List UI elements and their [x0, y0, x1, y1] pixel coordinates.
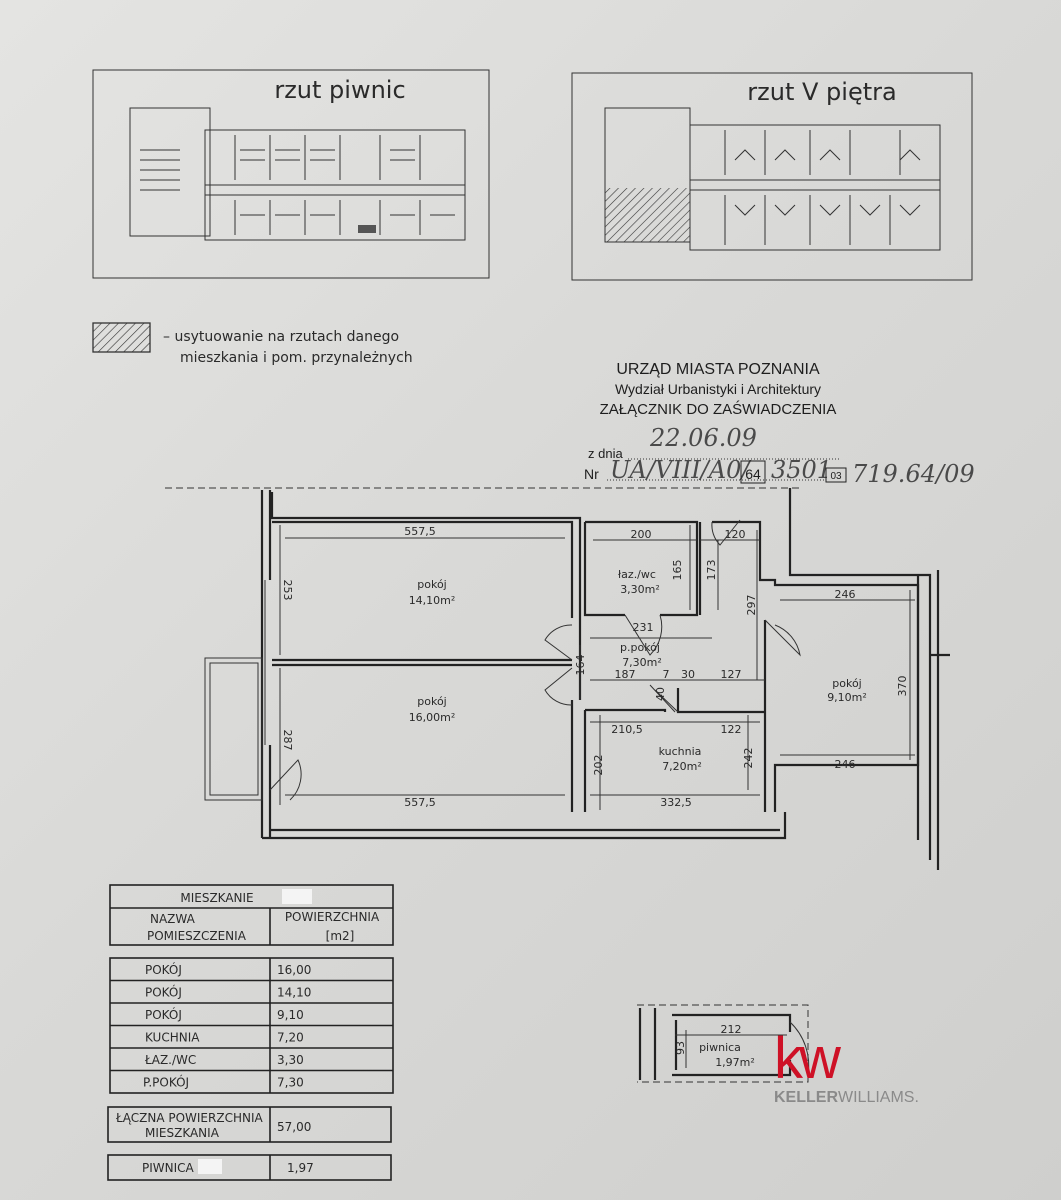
dimension: 557,5: [404, 796, 436, 809]
room-area: 16,00m²: [409, 711, 456, 724]
basement-overview-title: rzut piwnic: [274, 76, 405, 104]
fifth-floor-overview-title: rzut V piętra: [747, 78, 896, 106]
table-row-name: ŁAZ./WC: [144, 1053, 196, 1067]
table-basement-label: PIWNICA: [142, 1161, 195, 1175]
stamp-attachment: ZAŁĄCZNIK DO ZAŚWIADCZENIA: [600, 400, 837, 418]
room-name: pokój: [832, 677, 861, 690]
dimension: 122: [721, 723, 742, 736]
stamp-number-box1: 64: [745, 466, 761, 482]
table-row-area: 7,20: [277, 1031, 304, 1045]
table-row-name: P.POKÓJ: [143, 1075, 189, 1090]
dimension: 332,5: [660, 796, 692, 809]
apartment-floor-plan: [165, 487, 950, 870]
kw-wordmark-light: WILLIAMS.: [838, 1089, 919, 1106]
table-row-area: 16,00: [277, 963, 311, 977]
stamp-office: URZĄD MIASTA POZNANIA: [616, 361, 820, 378]
table-row-name: POKÓJ: [145, 962, 182, 977]
dimension: 246: [835, 758, 856, 771]
dimension: 557,5: [404, 525, 436, 538]
room-name: kuchnia: [659, 745, 702, 758]
basement-storage-plan: 212 93 piwnica 1,97m²: [637, 1004, 810, 1083]
kw-logo-mark: kw: [774, 1026, 842, 1091]
room-area: 7,30m²: [622, 656, 662, 669]
dimension: 93: [674, 1041, 687, 1055]
stamp-number-handwritten: UA/VIII/A0/: [610, 456, 752, 484]
dimension: 200: [631, 528, 652, 541]
stamp-date-label: z dnia: [588, 446, 623, 461]
office-stamp: URZĄD MIASTA POZNANIA Wydział Urbanistyk…: [584, 361, 975, 488]
dimension: 212: [721, 1023, 742, 1036]
fifth-floor-overview-plan: rzut V piętra: [571, 72, 973, 281]
stamp-number-suffix: 719.64/09: [852, 460, 975, 488]
keller-williams-logo: kw KELLERWILLIAMS.: [774, 1026, 919, 1106]
room-area: 14,10m²: [409, 594, 456, 607]
dimension: 231: [633, 621, 654, 634]
table-header-name-line2: POMIESZCZENIA: [147, 929, 247, 943]
table-basement-value: 1,97: [287, 1161, 314, 1175]
room-area: 9,10m²: [827, 691, 867, 704]
dimension: 40: [654, 687, 667, 701]
dimension: 30: [681, 668, 695, 681]
stamp-number-mid: 3501: [771, 456, 832, 484]
table-row-area: 7,30: [277, 1076, 304, 1090]
table-row-name: KUCHNIA: [145, 1031, 200, 1045]
basement-overview-plan: rzut piwnic: [92, 69, 490, 279]
dimension: 187: [615, 668, 636, 681]
stamp-date-value: 22.06.09: [649, 424, 757, 452]
dimension: 202: [592, 755, 605, 776]
dimension: 253: [281, 580, 294, 601]
dimension: 173: [705, 560, 718, 581]
basement-unit-area: 1,97m²: [715, 1056, 755, 1069]
room-name: p.pokój: [620, 641, 660, 654]
table-total-label-line2: MIESZKANIA: [145, 1126, 220, 1140]
table-total-label-line1: ŁĄCZNA POWIERZCHNIA: [115, 1111, 263, 1125]
room-area: 3,30m²: [620, 583, 660, 596]
table-row-area: 3,30: [277, 1053, 304, 1067]
dimension: 246: [835, 588, 856, 601]
room-area: 7,20m²: [662, 760, 702, 773]
basement-unit-name: piwnica: [699, 1041, 741, 1054]
table-header-area-line1: POWIERZCHNIA: [285, 910, 380, 924]
dimension: 210,5: [611, 723, 643, 736]
stamp-number-box2: 03: [830, 471, 842, 482]
legend: – usytuowanie na rzutach danego mieszkan…: [92, 322, 413, 366]
dimension: 120: [725, 528, 746, 541]
dimension: 297: [745, 595, 758, 616]
table-total-value: 57,00: [277, 1120, 311, 1134]
dimension: 127: [721, 668, 742, 681]
table-row-name: POKÓJ: [145, 985, 182, 1000]
table-row-area: 9,10: [277, 1008, 304, 1022]
legend-text-line2: mieszkania i pom. przynależnych: [180, 350, 413, 366]
room-labels: pokój 14,10m² pokój 16,00m² łaz./wc 3,30…: [409, 568, 867, 773]
legend-text-line1: – usytuowanie na rzutach danego: [163, 329, 399, 345]
stamp-number-label: Nr: [584, 466, 599, 482]
table-header-name-line1: NAZWA: [150, 912, 196, 926]
room-name: pokój: [417, 578, 446, 591]
dimension: 164: [574, 655, 587, 676]
dimension: 242: [742, 748, 755, 769]
stamp-department: Wydział Urbanistyki i Architektury: [615, 381, 821, 397]
legend-hatch-swatch: [92, 322, 151, 353]
dimension: 165: [671, 560, 684, 581]
area-table: MIESZKANIE NAZWA POMIESZCZENIA POWIERZCH…: [107, 884, 394, 1181]
dimension-labels: 557,5 253 287 557,5 200 165 173 120 297 …: [281, 525, 909, 809]
table-header-area-line2: [m2]: [326, 929, 355, 943]
table-row-name: POKÓJ: [145, 1007, 182, 1022]
kw-wordmark-bold: KELLER: [774, 1089, 838, 1106]
room-name: łaz./wc: [618, 568, 656, 581]
dimension: 7: [663, 668, 670, 681]
room-name: pokój: [417, 695, 446, 708]
table-row-area: 14,10: [277, 986, 311, 1000]
apartment-location-hatch: [605, 188, 690, 242]
kw-wordmark: KELLERWILLIAMS.: [774, 1089, 919, 1106]
dimension: 287: [281, 730, 294, 751]
table-title: MIESZKANIE: [180, 891, 253, 905]
dimension: 370: [896, 676, 909, 697]
